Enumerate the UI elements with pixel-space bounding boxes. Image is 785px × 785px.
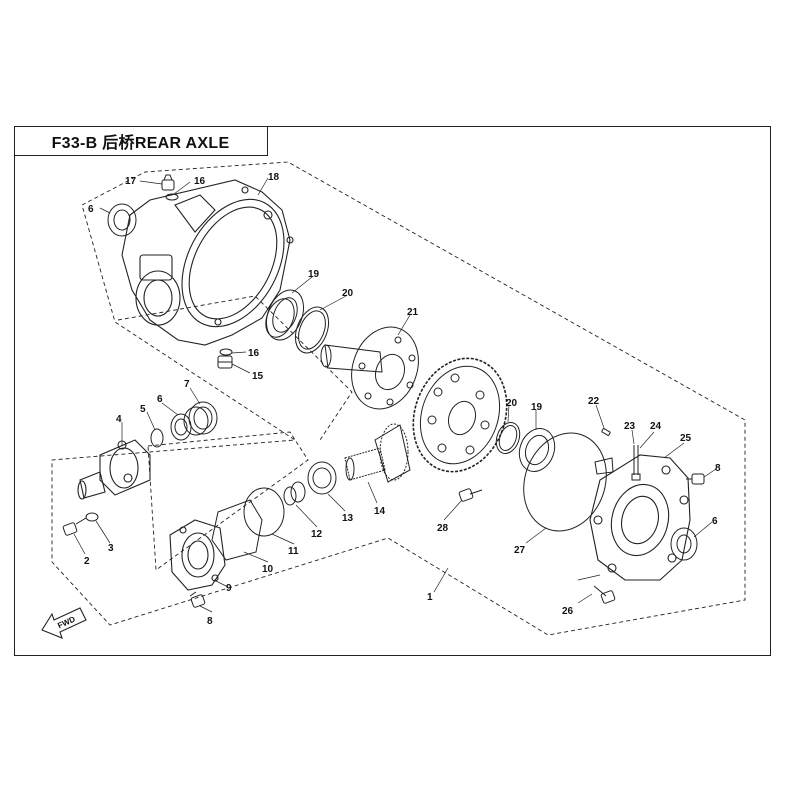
callout-27: 27 <box>514 545 526 556</box>
callout-9: 9 <box>226 583 232 594</box>
oil-seal-part-6c <box>670 527 698 561</box>
washer-part-16a <box>165 193 179 201</box>
bearing-part-19b <box>518 428 556 472</box>
o-ring-part-20a <box>294 306 330 354</box>
callout-6c: 6 <box>712 516 718 527</box>
callout-28: 28 <box>437 523 449 534</box>
bolt-part-28 <box>458 488 483 502</box>
yoke-part-4 <box>77 439 151 500</box>
callout-25: 25 <box>680 433 692 444</box>
leader-lines <box>73 177 717 613</box>
callout-20b: 20 <box>506 398 518 409</box>
oil-seal-part-6b <box>170 413 192 441</box>
callout-10: 10 <box>262 564 274 575</box>
callout-2: 2 <box>84 556 90 567</box>
hub-part-21 <box>320 326 419 410</box>
callout-13: 13 <box>342 513 354 524</box>
washer-part-3 <box>85 512 99 522</box>
title-box: F33-B 后桥REAR AXLE <box>14 126 268 156</box>
drain-plug-part-15 <box>217 355 233 369</box>
callout-14: 14 <box>374 506 386 517</box>
bolt-part-26 <box>593 585 616 604</box>
gasket-part-10 <box>211 499 263 561</box>
assembly-group-outline <box>51 161 746 636</box>
ring-gear <box>412 357 508 473</box>
oil-seal-part-6a <box>107 203 137 237</box>
bolt-part-8a <box>686 473 705 485</box>
callout-11: 11 <box>288 546 299 557</box>
fwd-arrow-icon <box>41 607 87 639</box>
o-ring-part-27 <box>523 432 607 532</box>
bearing-part-13 <box>307 461 337 495</box>
bolt-part-8b <box>189 591 206 608</box>
bolt-part-2 <box>62 517 87 536</box>
callout-21: 21 <box>407 307 419 318</box>
o-ring-part-11 <box>243 487 285 537</box>
callout-19b: 19 <box>531 402 543 413</box>
callout-12: 12 <box>311 529 323 540</box>
callout-3: 3 <box>108 543 114 554</box>
callout-23: 23 <box>624 421 636 432</box>
bearing-part-7 <box>183 401 218 436</box>
callout-20a: 20 <box>342 288 354 299</box>
callout-17: 17 <box>125 176 137 187</box>
pin-part-22 <box>601 428 611 436</box>
callout-18: 18 <box>268 172 280 183</box>
diagram-frame <box>14 126 771 656</box>
callout-8a: 8 <box>715 463 721 474</box>
callout-6a: 6 <box>88 204 94 215</box>
callout-7: 7 <box>184 379 190 390</box>
circlip-part-5 <box>150 428 164 448</box>
callout-6b: 6 <box>157 394 163 405</box>
pinion-housing-part-9 <box>169 519 226 591</box>
snap-rings-part-12 <box>283 481 306 506</box>
callout-labels: 17 16 18 6 19 20 21 16 15 7 6 5 4 20 19 … <box>56 172 721 630</box>
callout-19a: 19 <box>308 269 320 280</box>
housing-part-18 <box>121 179 294 346</box>
callout-16a: 16 <box>194 176 206 187</box>
page-title: F33-B 后桥REAR AXLE <box>51 134 230 152</box>
callout-22: 22 <box>588 396 600 407</box>
callout-5: 5 <box>140 404 146 415</box>
callout-24: 24 <box>650 421 662 432</box>
pinion-gear-part-14 <box>344 423 411 483</box>
stud-part-24 <box>631 445 641 481</box>
callout-4: 4 <box>116 414 122 425</box>
o-ring-part-20b <box>495 422 521 454</box>
callout-1: 1 <box>427 592 433 603</box>
callout-8b: 8 <box>207 616 213 627</box>
callout-16b: 16 <box>248 348 260 359</box>
washer-part-16b <box>219 348 233 356</box>
callout-26: 26 <box>562 606 574 617</box>
callout-15: 15 <box>252 371 264 382</box>
breather-part-17 <box>161 174 175 191</box>
